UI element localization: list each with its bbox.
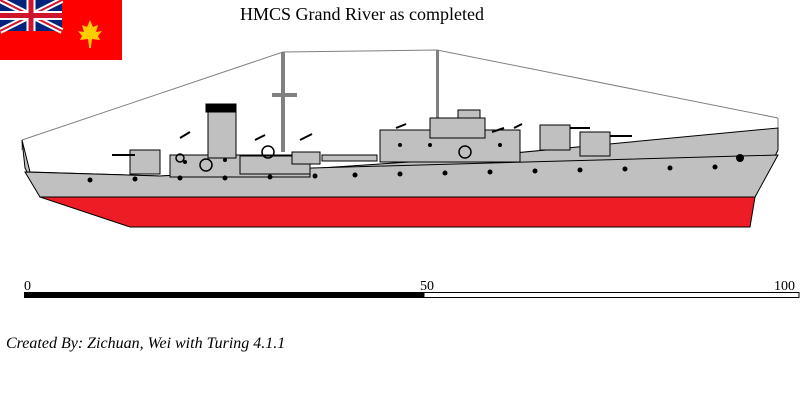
gun-mounts: [175, 145, 472, 172]
rangefinder-platform: [321, 154, 378, 162]
scale-label-mid: 50: [420, 279, 434, 294]
maple-leaf-icon: [78, 20, 102, 48]
foremast: [281, 52, 285, 152]
guns: [112, 123, 632, 156]
aft-radar-house: [457, 109, 481, 119]
fore-gun-shield: [129, 149, 161, 175]
union-jack-icon: [0, 0, 64, 34]
funnel-cap: [205, 103, 237, 113]
ship-profile-drawing: [21, 49, 779, 228]
masts: [272, 50, 439, 152]
mast-platform: [291, 151, 321, 165]
funnel: [207, 107, 237, 159]
canadian-red-ensign: [0, 0, 122, 60]
aft-upper-house: [429, 117, 486, 139]
credit-line: Created By: Zichuan, Wei with Turing 4.1…: [6, 335, 286, 352]
after-shield: [539, 124, 571, 151]
scale-bar: [24, 292, 800, 298]
portholes: [87, 143, 744, 183]
scale-label-end: 100: [774, 279, 795, 294]
boot-topping: [39, 196, 756, 228]
scale-label-start: 0: [24, 279, 31, 294]
superstructure: [129, 103, 611, 178]
stern-shield: [579, 131, 611, 157]
mainmast: [436, 50, 439, 120]
drawing-title: HMCS Grand River as completed: [240, 4, 484, 24]
